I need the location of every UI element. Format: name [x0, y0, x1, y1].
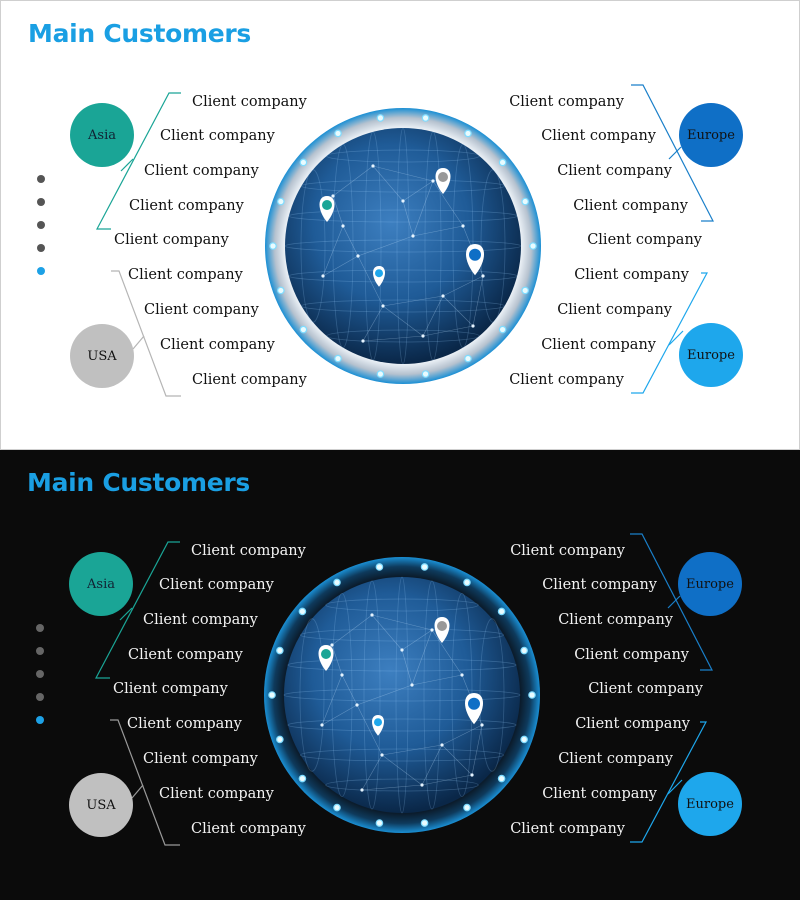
pagination-dot[interactable] [36, 647, 44, 655]
client-label-left: Client company [192, 372, 307, 388]
client-label-left: Client company [159, 786, 274, 802]
client-label-left: Client company [191, 821, 306, 837]
client-label-right: Client company [542, 786, 657, 802]
region-badge-europe-bottom: Europe [678, 772, 742, 836]
client-label-left: Client company [160, 128, 275, 144]
client-label-left: Client company [192, 94, 307, 110]
region-badge-usa: USA [70, 324, 134, 388]
pagination-dot[interactable] [37, 267, 45, 275]
client-label-right: Client company [541, 128, 656, 144]
client-label-left: Client company [127, 716, 242, 732]
client-label-right: Client company [541, 337, 656, 353]
region-badge-asia: Asia [70, 103, 134, 167]
region-badge-europe-top: Europe [678, 552, 742, 616]
client-label-left: Client company [143, 612, 258, 628]
region-badge-asia: Asia [69, 552, 133, 616]
client-label-right: Client company [558, 751, 673, 767]
pagination-dot[interactable] [37, 175, 45, 183]
client-label-left: Client company [128, 267, 243, 283]
region-badge-usa: USA [69, 773, 133, 837]
client-label-left: Client company [114, 232, 229, 248]
pagination-dot[interactable] [37, 198, 45, 206]
client-label-right: Client company [509, 372, 624, 388]
page-title: Main Customers [28, 19, 251, 48]
globe-graphic [265, 108, 541, 384]
client-label-right: Client company [557, 163, 672, 179]
bracket-lines [96, 84, 714, 397]
client-label-right: Client company [509, 94, 624, 110]
client-label-right: Client company [558, 612, 673, 628]
pagination-dot[interactable] [36, 624, 44, 632]
client-label-left: Client company [144, 302, 259, 318]
bracket-lines [95, 533, 713, 846]
client-label-right: Client company [575, 716, 690, 732]
pagination-dots [36, 624, 44, 739]
client-label-right: Client company [510, 821, 625, 837]
client-label-right: Client company [573, 198, 688, 214]
client-label-left: Client company [143, 751, 258, 767]
client-label-left: Client company [113, 681, 228, 697]
region-badge-europe-top: Europe [679, 103, 743, 167]
pagination-dot[interactable] [37, 244, 45, 252]
client-label-left: Client company [128, 647, 243, 663]
pagination-dots [37, 175, 45, 290]
pagination-dot[interactable] [37, 221, 45, 229]
pagination-dot[interactable] [36, 693, 44, 701]
client-label-left: Client company [129, 198, 244, 214]
client-label-left: Client company [144, 163, 259, 179]
client-label-right: Client company [574, 267, 689, 283]
client-label-right: Client company [510, 543, 625, 559]
client-label-right: Client company [557, 302, 672, 318]
client-label-right: Client company [588, 681, 703, 697]
page-title: Main Customers [27, 468, 250, 497]
pagination-dot[interactable] [36, 716, 44, 724]
region-badge-europe-bottom: Europe [679, 323, 743, 387]
client-label-left: Client company [191, 543, 306, 559]
client-label-left: Client company [159, 577, 274, 593]
client-label-right: Client company [574, 647, 689, 663]
globe-graphic [264, 557, 540, 833]
pagination-dot[interactable] [36, 670, 44, 678]
client-label-right: Client company [542, 577, 657, 593]
client-label-left: Client company [160, 337, 275, 353]
client-label-right: Client company [587, 232, 702, 248]
